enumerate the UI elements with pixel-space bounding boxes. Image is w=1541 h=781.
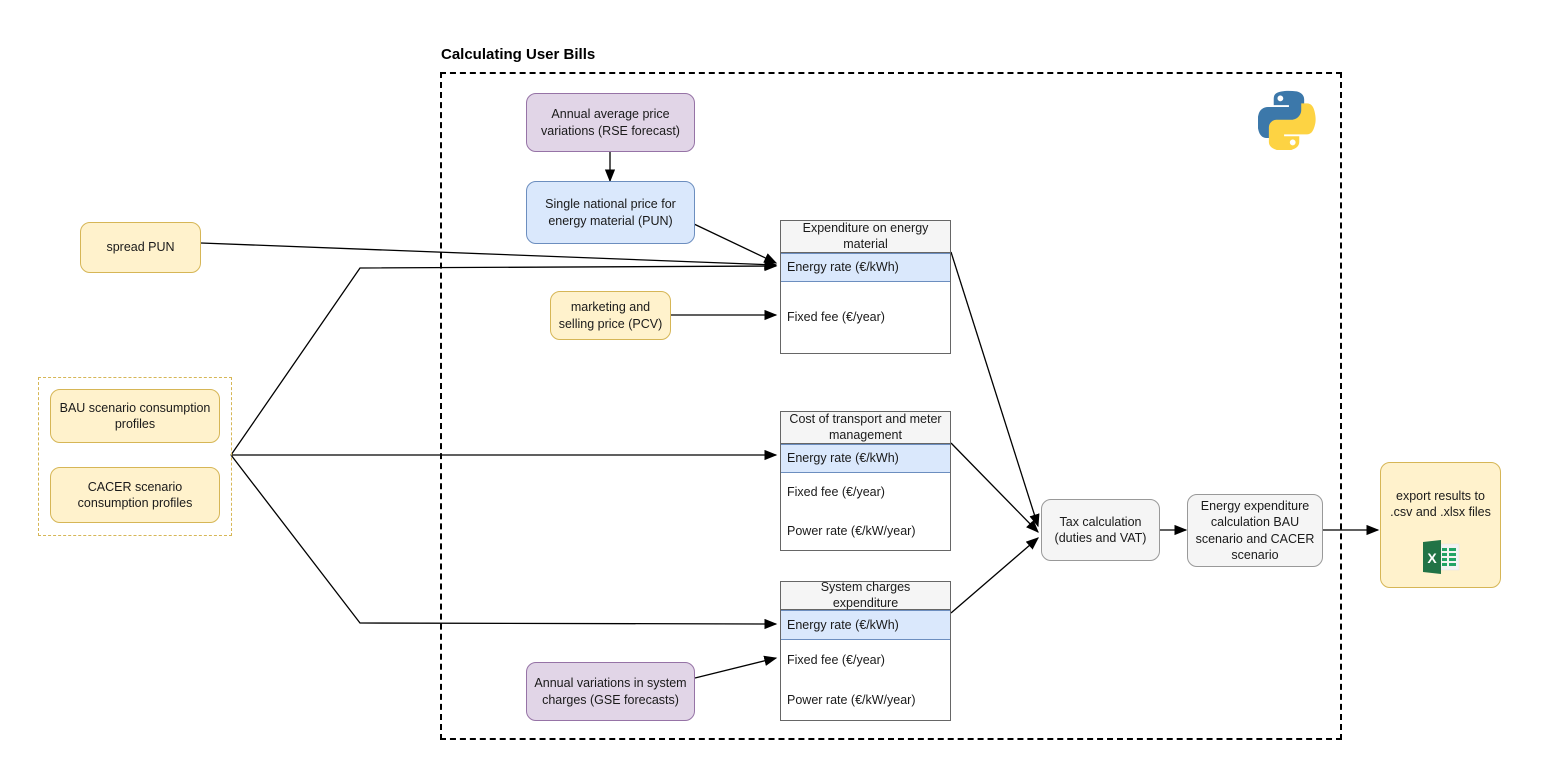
node-tax-calculation[interactable]: Tax calculation (duties and VAT) [1041, 499, 1160, 561]
table-header: System charges expenditure [781, 580, 950, 610]
node-cacer-profiles-label: CACER scenario consumption profiles [77, 479, 193, 510]
table-row[interactable]: Energy rate (€/kWh) [781, 610, 950, 640]
node-pun[interactable]: Single national price for energy materia… [526, 181, 695, 244]
node-gse-forecast[interactable]: Annual variations in system charges (GSE… [526, 662, 695, 721]
node-pcv-label: marketing and selling price (PCV) [558, 300, 663, 331]
table-cost-transport-meter: Cost of transport and meter management E… [780, 411, 951, 551]
table-header: Expenditure on energy material [781, 221, 950, 253]
table-row[interactable]: Fixed fee (€/year) [781, 473, 950, 512]
node-pun-label: Single national price for energy materia… [545, 197, 676, 228]
python-logo-icon [1258, 90, 1316, 150]
table-row[interactable]: Fixed fee (€/year) [781, 282, 950, 353]
consumption-profiles-group [38, 377, 232, 536]
table-cell-label: Fixed fee (€/year) [787, 652, 885, 667]
node-bau-profiles[interactable]: BAU scenario consumption profiles [50, 389, 220, 443]
table-header: Cost of transport and meter management [781, 412, 950, 444]
table-system-charges-expenditure: System charges expenditure Energy rate (… [780, 580, 951, 721]
node-spread-pun[interactable]: spread PUN [80, 222, 201, 273]
table-cell-label: Energy rate (€/kWh) [787, 451, 899, 466]
node-tax-calculation-label: Tax calculation (duties and VAT) [1054, 514, 1147, 545]
node-pcv[interactable]: marketing and selling price (PCV) [550, 291, 671, 340]
table-row[interactable]: Energy rate (€/kWh) [781, 253, 950, 282]
node-energy-expenditure[interactable]: Energy expenditure calculation BAU scena… [1187, 494, 1323, 567]
table-row[interactable]: Energy rate (€/kWh) [781, 444, 950, 473]
node-bau-profiles-label: BAU scenario consumption profiles [59, 400, 211, 431]
node-rse-forecast-label: Annual average price variations (RSE for… [541, 107, 680, 138]
table-expenditure-energy-material: Expenditure on energy material Energy ra… [780, 220, 951, 354]
node-export-results-label: export results to .csv and .xlsx files [1390, 489, 1491, 520]
excel-file-icon: X [1423, 540, 1460, 574]
node-energy-expenditure-label: Energy expenditure calculation BAU scena… [1195, 499, 1315, 562]
table-row[interactable]: Power rate (€/kW/year) [781, 680, 950, 720]
node-gse-forecast-label: Annual variations in system charges (GSE… [534, 676, 687, 707]
node-spread-pun-label: spread PUN [106, 240, 175, 255]
table-cell-label: Power rate (€/kW/year) [787, 523, 916, 538]
table-cell-label: Fixed fee (€/year) [787, 485, 885, 500]
table-row[interactable]: Fixed fee (€/year) [781, 640, 950, 680]
table-row[interactable]: Power rate (€/kW/year) [781, 512, 950, 550]
node-rse-forecast[interactable]: Annual average price variations (RSE for… [526, 93, 695, 152]
node-cacer-profiles[interactable]: CACER scenario consumption profiles [50, 467, 220, 523]
table-cell-label: Power rate (€/kW/year) [787, 692, 916, 707]
diagram-title: Calculating User Bills [441, 46, 596, 63]
table-cell-label: Energy rate (€/kWh) [787, 260, 899, 275]
table-cell-label: Fixed fee (€/year) [787, 310, 885, 325]
table-cell-label: Energy rate (€/kWh) [787, 617, 899, 632]
svg-text:X: X [1427, 550, 1437, 566]
